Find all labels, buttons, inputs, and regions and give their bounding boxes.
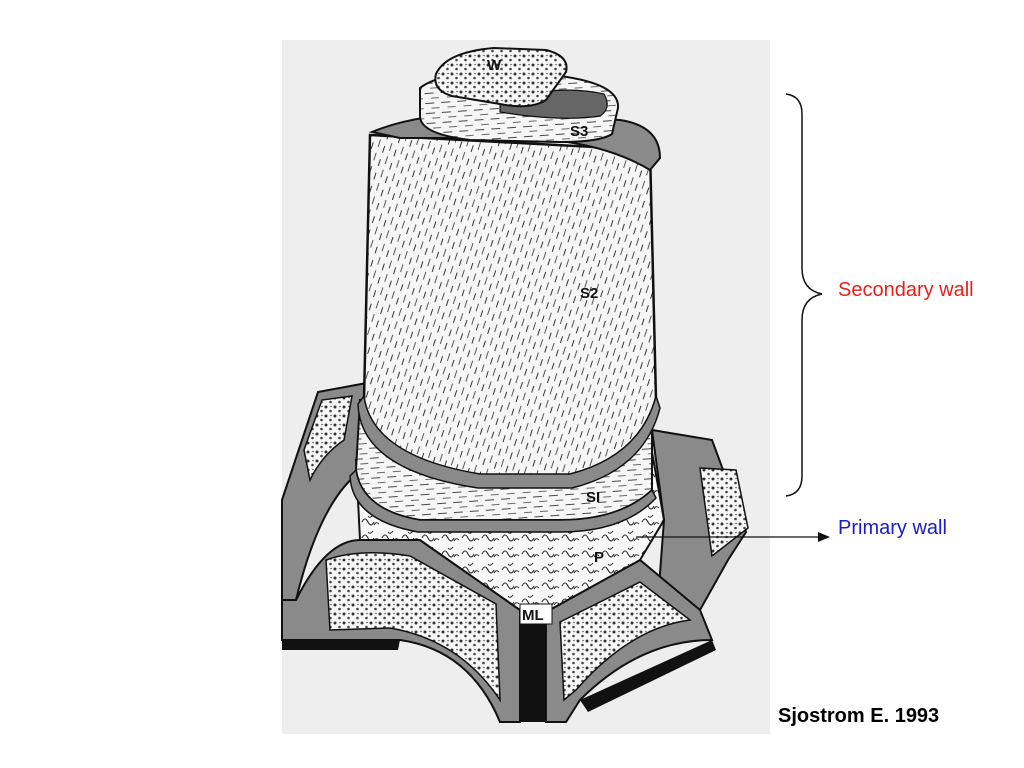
neighbor-cell-bottom-right <box>545 558 714 723</box>
warty-layer <box>434 46 568 108</box>
primary-wall-label: Primary wall <box>838 517 947 539</box>
primary-wall-arrow-head <box>818 532 830 542</box>
label-s3-layer: S3 <box>570 123 588 140</box>
s2-bottom-rim <box>357 393 661 489</box>
secondary-wall-label: Secondary wall <box>838 279 974 301</box>
s2-layer <box>362 133 658 480</box>
middle-lamella-label-box <box>519 603 553 625</box>
label-primary-layer: P <box>594 549 604 566</box>
label-s2-layer: S2 <box>580 285 598 302</box>
middle-lamella <box>282 610 716 722</box>
citation: Sjostrom E. 1993 <box>778 705 940 727</box>
s1-rim <box>349 468 657 533</box>
label-warty-layer: W <box>487 57 502 74</box>
label-s1-layer: SI <box>586 489 600 506</box>
neighbor-cell-bottom-left <box>281 539 521 723</box>
secondary-wall-brace <box>785 93 823 497</box>
label-middle-lamella: ML <box>522 607 544 624</box>
neighbor-cell-right <box>650 428 749 612</box>
